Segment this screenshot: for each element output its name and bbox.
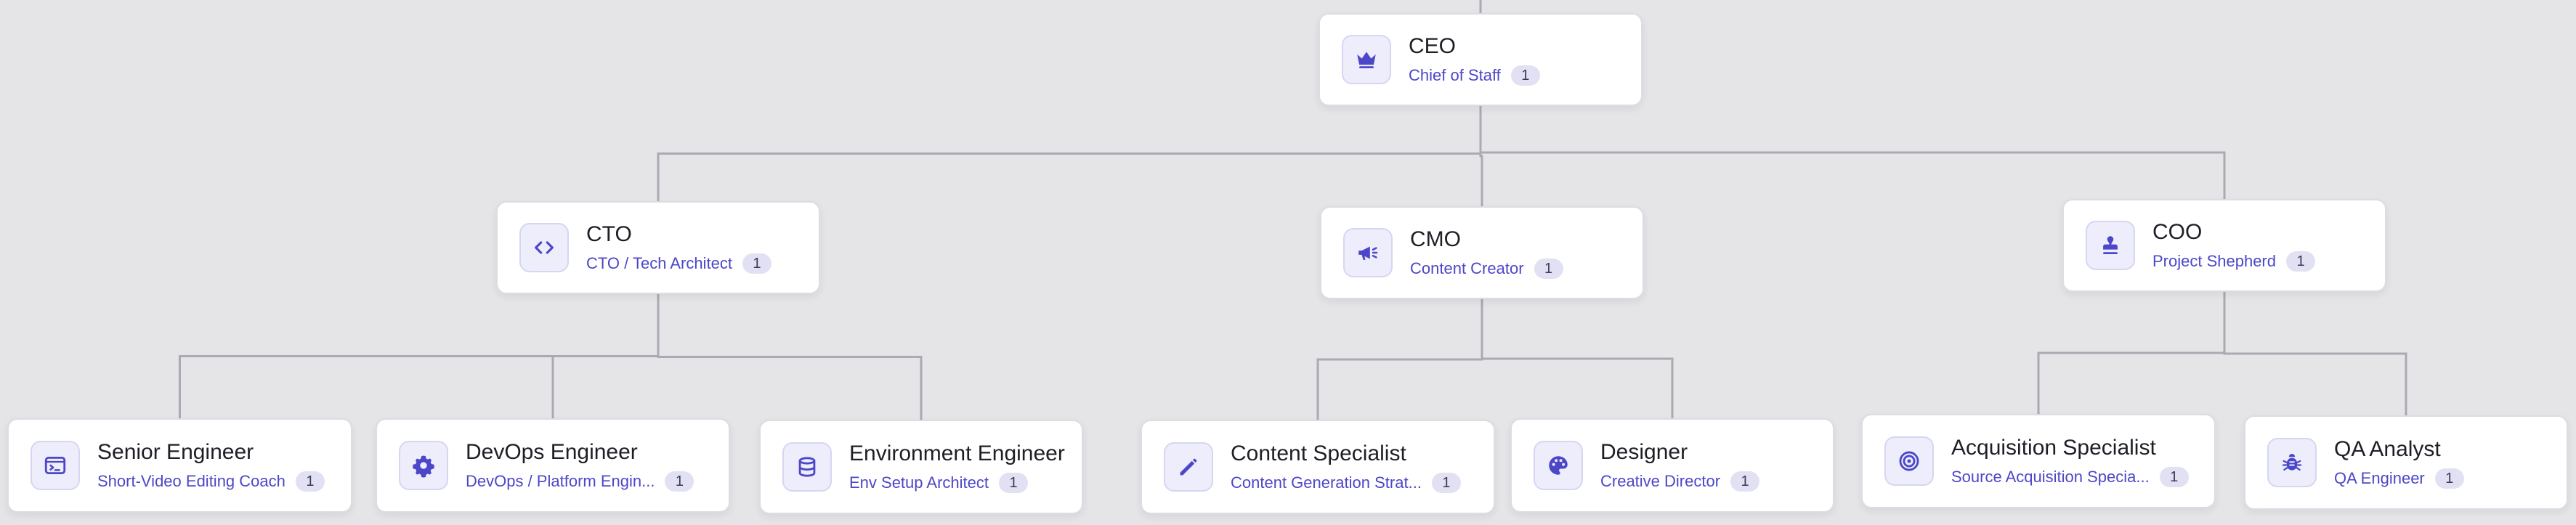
node-title: CMO <box>1410 227 1461 251</box>
node-cmo[interactable]: CMO Content Creator 1 <box>1320 206 1644 299</box>
crown-icon <box>1342 35 1391 84</box>
node-title: Designer <box>1600 440 1688 464</box>
agent-count-badge: 1 <box>295 471 325 492</box>
connector-cmo-to-content_specialist <box>1316 299 1483 420</box>
gear-icon <box>399 441 448 490</box>
agent-count-badge: 1 <box>1730 471 1760 492</box>
agent-count-badge: 1 <box>742 253 771 274</box>
node-devops-engineer[interactable]: DevOps Engineer DevOps / Platform Engin.… <box>376 418 730 513</box>
connector-ceo-to-cto <box>657 106 1482 201</box>
agent-link[interactable]: Content Generation Strat... <box>1231 473 1422 492</box>
node-title: Senior Engineer <box>97 440 254 464</box>
node-designer[interactable]: Designer Creative Director 1 <box>1510 418 1834 513</box>
node-cto[interactable]: CTO CTO / Tech Architect 1 <box>496 201 820 294</box>
agent-link[interactable]: Content Creator <box>1410 259 1524 277</box>
node-title: COO <box>2152 220 2203 244</box>
connector-ceo-to-coo <box>1479 106 2226 199</box>
node-title: CTO <box>586 222 632 246</box>
agent-count-badge: 1 <box>2434 468 2464 489</box>
node-qa-analyst[interactable]: QA Analyst QA Engineer 1 <box>2244 415 2568 510</box>
node-senior-engineer[interactable]: Senior Engineer Short-Video Editing Coac… <box>7 418 352 513</box>
terminal-icon <box>31 441 80 490</box>
agent-link[interactable]: Project Shepherd <box>2152 252 2276 270</box>
node-acquisition-specialist[interactable]: Acquisition Specialist Source Acquisitio… <box>1861 414 2216 508</box>
bug-icon <box>2267 438 2317 487</box>
agent-count-badge: 1 <box>2286 251 2315 272</box>
node-title: Acquisition Specialist <box>1951 436 2156 460</box>
node-title: Environment Engineer <box>849 441 1065 465</box>
node-title: DevOps Engineer <box>466 440 638 464</box>
node-environment-engineer[interactable]: Environment Engineer Env Setup Architect… <box>759 420 1083 514</box>
agent-count-badge: 1 <box>999 473 1028 493</box>
node-ceo[interactable]: CEO Chief of Staff 1 <box>1319 13 1643 106</box>
megaphone-icon <box>1343 228 1393 277</box>
agent-count-badge: 1 <box>2159 467 2189 487</box>
stamp-icon <box>2086 221 2135 270</box>
connector-cto-to-environment_engineer <box>657 294 923 420</box>
node-content-specialist[interactable]: Content Specialist Content Generation St… <box>1141 420 1495 514</box>
code-icon <box>519 223 569 272</box>
agent-link[interactable]: Short-Video Editing Coach <box>97 472 285 490</box>
pencil-icon <box>1164 442 1213 492</box>
agent-link[interactable]: Env Setup Architect <box>849 473 989 492</box>
node-title: QA Analyst <box>2334 437 2441 461</box>
connector-cto-to-devops_engineer <box>551 294 660 418</box>
database-icon <box>782 442 832 492</box>
node-coo[interactable]: COO Project Shepherd 1 <box>2062 199 2386 292</box>
node-title: Content Specialist <box>1231 441 1406 465</box>
target-icon <box>1884 436 1934 486</box>
agent-link[interactable]: Creative Director <box>1600 472 1721 490</box>
agent-count-badge: 1 <box>1534 259 1563 279</box>
agent-count-badge: 1 <box>665 471 694 492</box>
connector-cmo-to-designer <box>1481 299 1674 418</box>
agent-link[interactable]: DevOps / Platform Engin... <box>466 472 655 490</box>
node-title: CEO <box>1409 34 1457 58</box>
agent-link[interactable]: Source Acquisition Specia... <box>1951 468 2150 486</box>
agent-count-badge: 1 <box>1510 65 1540 86</box>
palette-icon <box>1534 441 1583 490</box>
agent-link[interactable]: CTO / Tech Architect <box>586 254 732 272</box>
agent-link[interactable]: QA Engineer <box>2334 469 2425 487</box>
connector-coo-to-qa_analyst <box>2223 292 2407 415</box>
agent-count-badge: 1 <box>1431 473 1461 493</box>
connector-coo-to-acquisition_specialist <box>2037 292 2226 414</box>
agent-link[interactable]: Chief of Staff <box>1409 66 1501 84</box>
